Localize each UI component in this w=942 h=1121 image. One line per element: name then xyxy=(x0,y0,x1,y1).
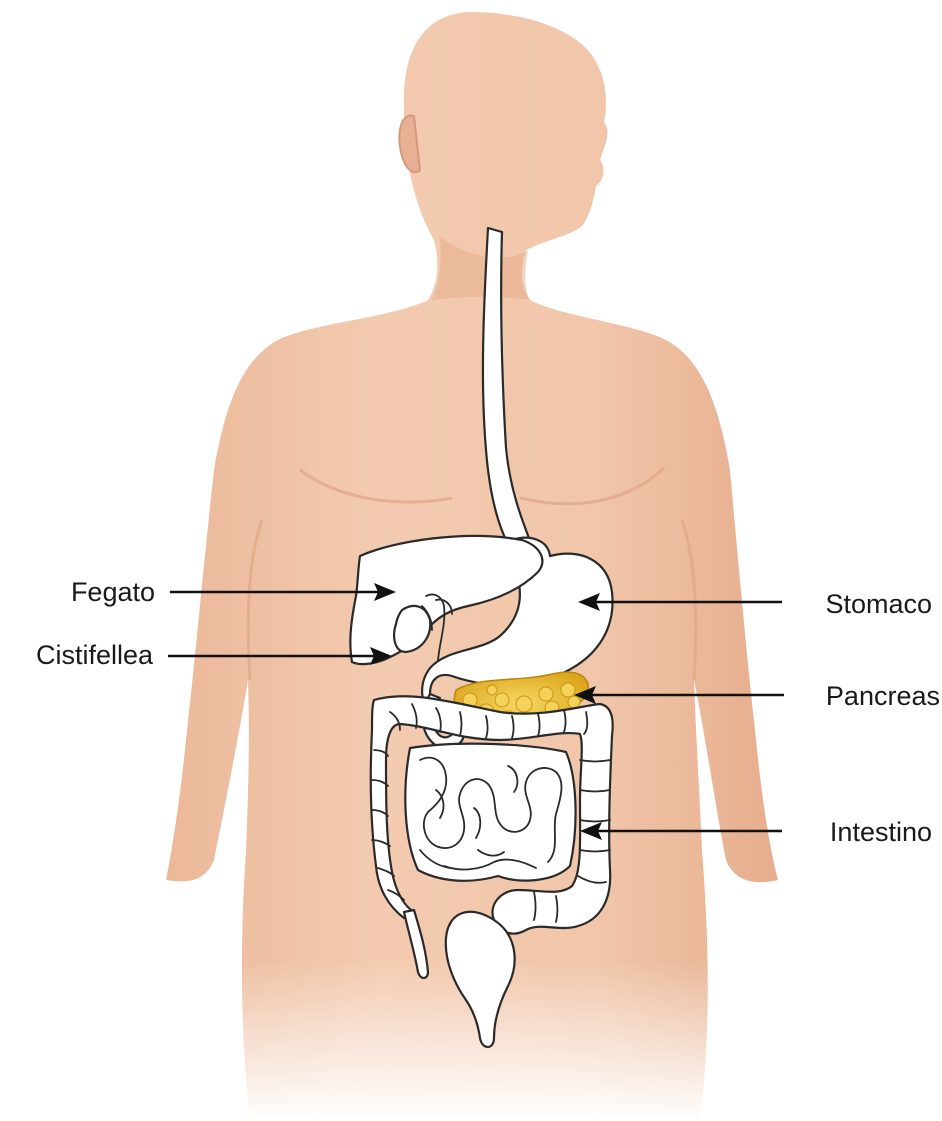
label-intestino-text: Intestino xyxy=(830,817,932,847)
label-fegato-text: Fegato xyxy=(71,577,155,607)
small-intestine xyxy=(405,744,575,881)
label-stomaco-text: Stomaco xyxy=(825,589,932,619)
label-pancreas-text: Pancreas xyxy=(826,681,940,711)
label-cistifellea-text: Cistifellea xyxy=(36,640,154,670)
